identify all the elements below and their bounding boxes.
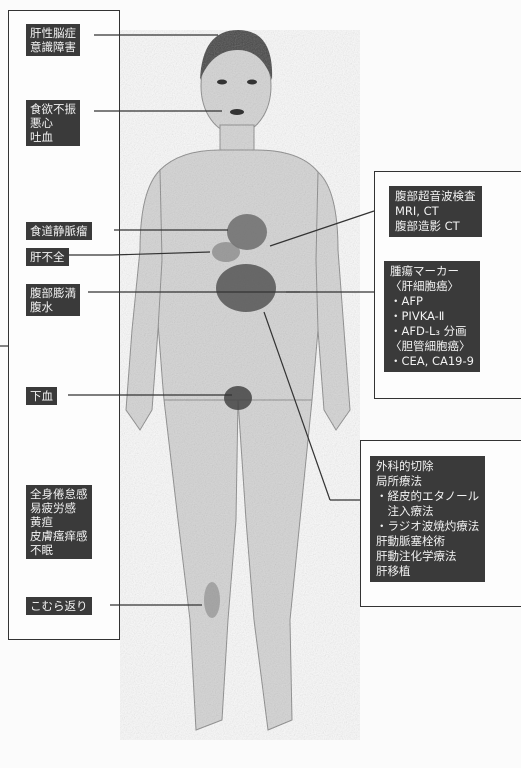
label-melena: 下血 xyxy=(26,387,57,405)
label-leg-cramps: こむら返り xyxy=(26,597,92,615)
label-systemic-symptoms: 全身倦怠感易疲労感黄疸皮膚瘙痒感不眠 xyxy=(26,485,92,559)
label-gi-symptoms: 食欲不振悪心吐血 xyxy=(26,100,80,146)
tumor-markers-box: 腫瘍マーカー〈肝細胞癌〉・AFP・PIVKA-Ⅱ・AFD-L₃ 分画〈胆管細胞癌… xyxy=(384,261,480,372)
label-liver-failure: 肝不全 xyxy=(26,248,69,266)
body-grain xyxy=(120,30,360,740)
label-esophageal-varices: 食道静脈瘤 xyxy=(26,222,92,240)
label-ascites: 腹部膨満腹水 xyxy=(26,284,80,316)
label-hepatic-encephalopathy: 肝性脳症意識障害 xyxy=(26,24,80,56)
treatment-box: 外科的切除局所療法・経皮的エタノール 注入療法・ラジオ波焼灼療法肝動脈塞栓術肝動… xyxy=(370,456,485,582)
